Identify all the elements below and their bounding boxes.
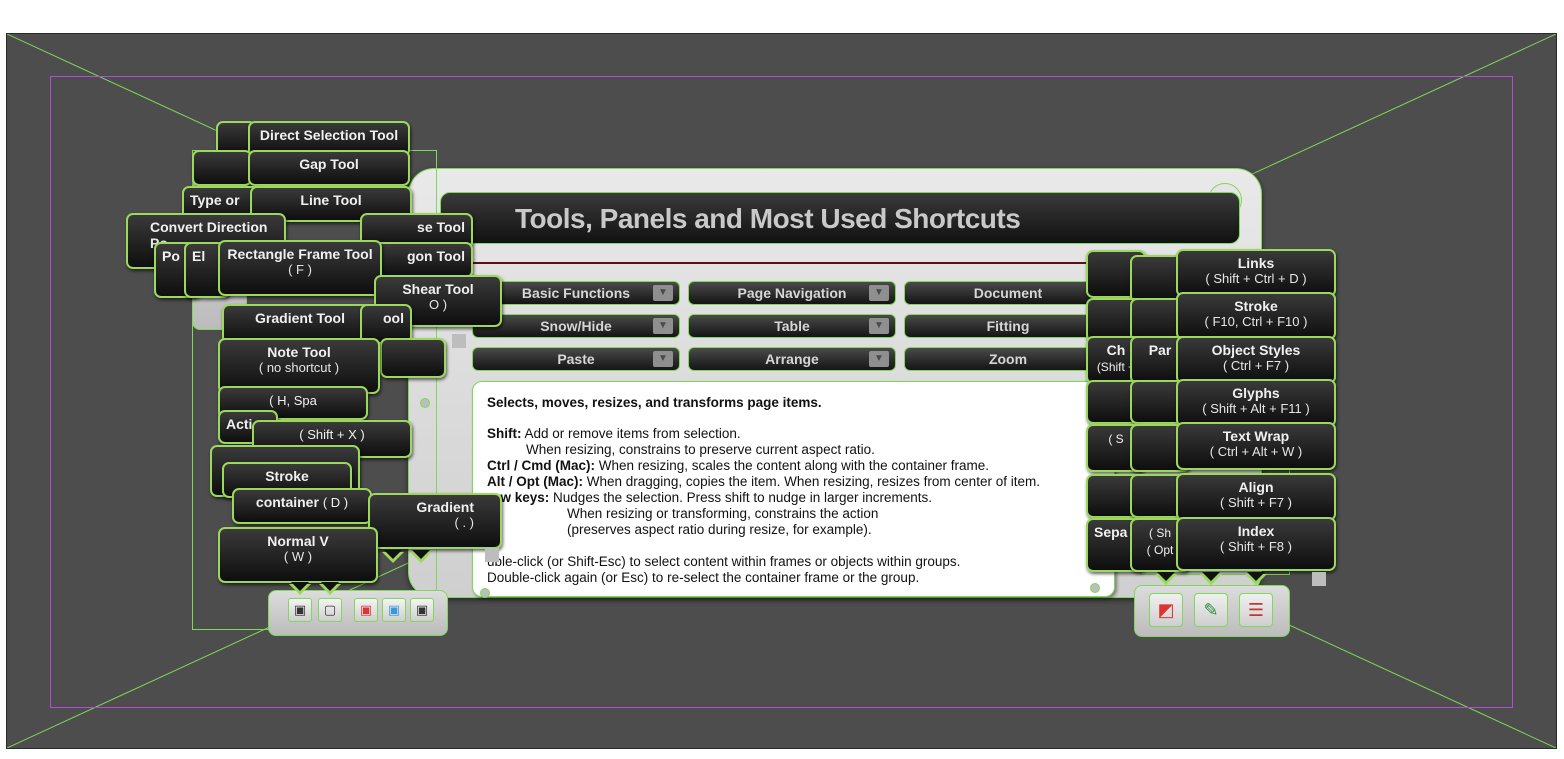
- description-lead: Selects, moves, resizes, and transforms …: [487, 395, 822, 410]
- rectangle-icon[interactable]: ▢: [318, 598, 342, 622]
- category-document[interactable]: Document: [904, 281, 1112, 305]
- tooltip-pointer: [1155, 572, 1177, 585]
- category-snow-hide[interactable]: Snow/Hide▼: [472, 314, 680, 338]
- tooltip-gradient: Gradient( . ): [368, 493, 502, 549]
- description-box: Selects, moves, resizes, and transforms …: [472, 381, 1115, 597]
- tooltip-container: container ( D ): [232, 488, 372, 524]
- close-handle-icon: [452, 334, 466, 348]
- margin-guide: [50, 76, 1513, 708]
- title-bar: [440, 192, 1240, 244]
- close-handle-icon: [480, 588, 490, 598]
- tooltip-glyphs: Glyphs( Shift + Alt + F11 ): [1176, 379, 1336, 427]
- chevron-down-icon: ▼: [869, 351, 889, 367]
- category-fitting[interactable]: Fitting: [904, 314, 1112, 338]
- tooltip-pointer: [382, 550, 404, 563]
- close-handle-icon: [1090, 583, 1100, 593]
- chevron-down-icon: ▼: [653, 285, 673, 301]
- category-arrange[interactable]: Arrange▼: [688, 347, 896, 371]
- tooltip-stroke: Stroke( F10, Ctrl + F10 ): [1176, 292, 1336, 340]
- container-icon[interactable]: ▣: [410, 598, 434, 622]
- close-handle-icon: [420, 398, 430, 408]
- swatches-icon[interactable]: ◩: [1149, 593, 1183, 627]
- tooltip-index: Index( Shift + F8 ): [1176, 517, 1336, 571]
- tooltip-gap: Gap Tool: [248, 150, 410, 186]
- tooltip-text-wrap: Text Wrap( Ctrl + Alt + W ): [1176, 422, 1336, 470]
- category-zoom[interactable]: Zoom: [904, 347, 1112, 371]
- tooltip-acti-fragment: Acti: [218, 410, 278, 444]
- category-basic-functions[interactable]: Basic Functions▼: [472, 281, 680, 305]
- tooltip-pointer: [1245, 572, 1267, 585]
- chevron-down-icon: ▼: [869, 285, 889, 301]
- category-table[interactable]: Table▼: [688, 314, 896, 338]
- page-title: Tools, Panels and Most Used Shortcuts: [515, 203, 1021, 234]
- tooltip-normal: Normal V( W ): [218, 527, 378, 583]
- tooltip-object-styles: Object Styles( Ctrl + F7 ): [1176, 336, 1336, 384]
- chevron-down-icon: ▼: [869, 318, 889, 334]
- title-divider: [470, 262, 1110, 264]
- category-page-navigation[interactable]: Page Navigation▼: [688, 281, 896, 305]
- tooltip-fragment: [192, 150, 252, 186]
- tooltip-pointer: [289, 582, 311, 595]
- fill-icon[interactable]: ▣: [354, 598, 378, 622]
- tooltip-pointer: [410, 550, 432, 563]
- tooltip-rectangle-frame: Rectangle Frame Tool( F ): [218, 240, 382, 296]
- close-handle-icon: [1312, 572, 1326, 586]
- tooltip-links: Links( Shift + Ctrl + D ): [1176, 249, 1336, 297]
- chevron-down-icon: ▼: [653, 351, 673, 367]
- close-handle-icon: [485, 548, 499, 562]
- chevron-down-icon: ▼: [653, 318, 673, 334]
- tooltip-fragment: [380, 338, 446, 378]
- stroke-swatch-icon[interactable]: ▣: [382, 598, 406, 622]
- frame-icon[interactable]: ▣: [288, 598, 312, 622]
- category-paste[interactable]: Paste▼: [472, 347, 680, 371]
- tooltip-pointer: [319, 582, 341, 595]
- preflight-icon[interactable]: ✎: [1194, 593, 1228, 627]
- paragraph-styles-icon[interactable]: ☰: [1239, 593, 1273, 627]
- tooltip-pointer: [1200, 572, 1222, 585]
- tooltip-align: Align( Shift + F7 ): [1176, 473, 1336, 521]
